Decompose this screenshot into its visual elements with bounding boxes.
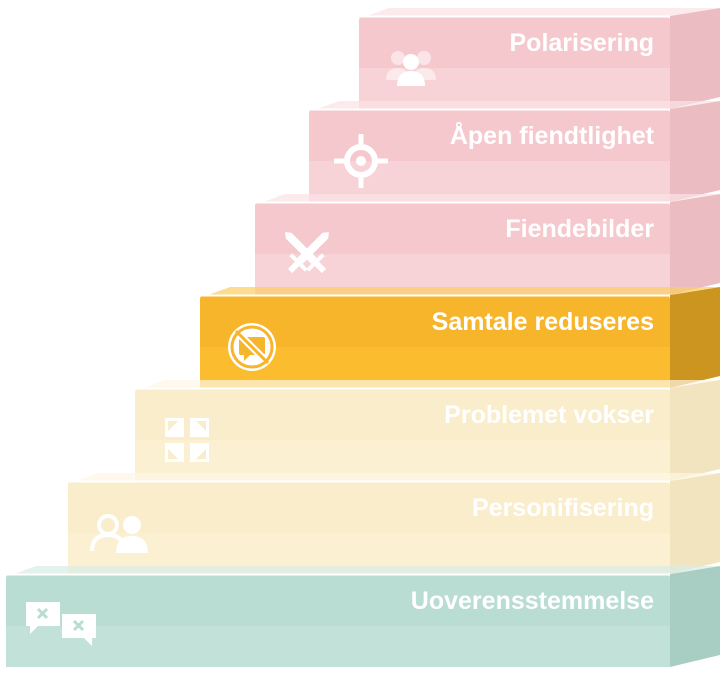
step-1: Polarisering	[359, 8, 720, 109]
step-4: Samtale reduseres	[200, 287, 720, 388]
step-3: Fiendebilder	[255, 194, 720, 295]
step-7: Uoverensstemmelse	[6, 566, 720, 667]
two-people-icon	[90, 514, 148, 553]
step-6: Personifisering	[68, 473, 720, 574]
speech-bubbles-x-icon	[26, 602, 96, 646]
step-label: Samtale reduseres	[432, 308, 654, 336]
step-label: Personifisering	[472, 494, 654, 522]
step-label: Fiendebilder	[505, 215, 654, 243]
step-label: Åpen fiendtlighet	[450, 121, 655, 150]
crossed-swords-icon	[285, 232, 329, 274]
expand-arrows-icon	[165, 418, 209, 462]
crosshair-icon	[334, 134, 388, 188]
step-label: Polarisering	[510, 29, 655, 57]
step-label: Uoverensstemmelse	[411, 587, 654, 615]
step-label: Problemet vokser	[444, 401, 654, 429]
no-chat-icon	[228, 323, 276, 371]
group-focus-icon	[386, 51, 436, 86]
step-5: Problemet vokser	[135, 380, 720, 481]
step-2: Åpen fiendtlighet	[309, 101, 720, 202]
